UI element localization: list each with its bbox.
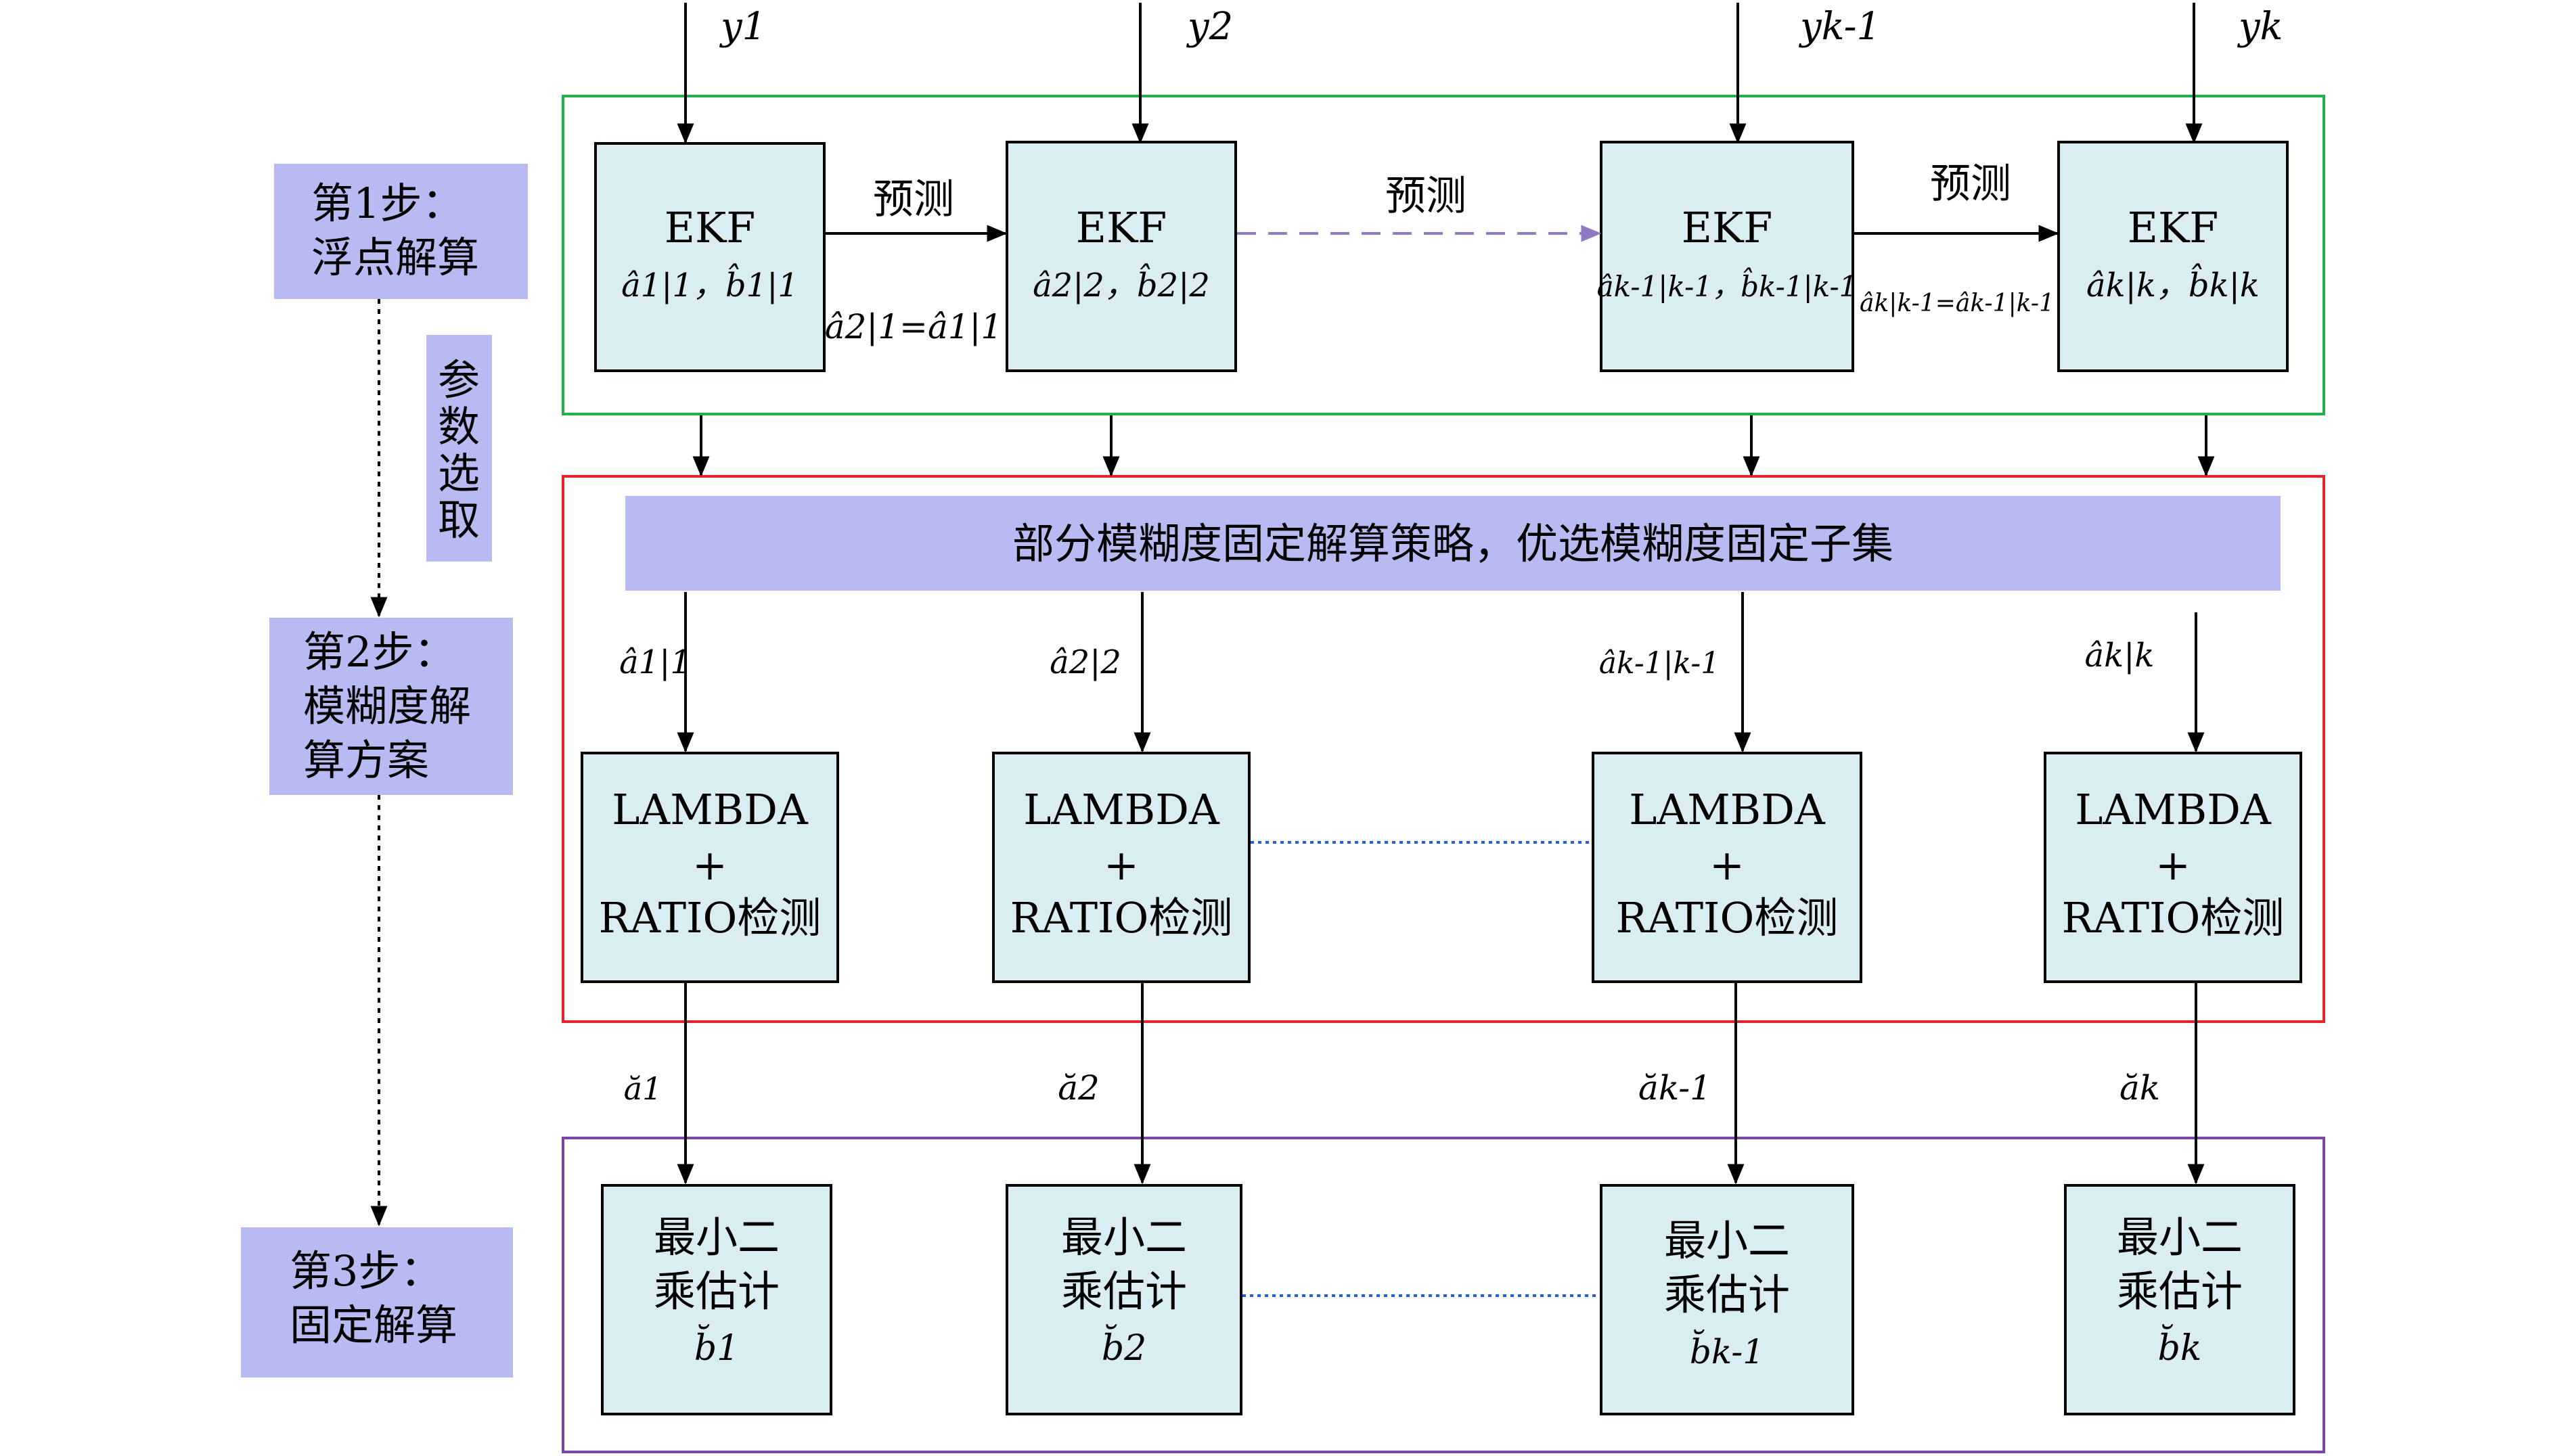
lambda-box-k-line1: LAMBDA: [2075, 785, 2272, 834]
step2-line3: 算方案: [303, 735, 429, 785]
prediction-eq-2: âk|k-1=âk-1|k-1: [1860, 290, 2055, 317]
lambda-box-2: LAMBDA + RATIO检测: [992, 752, 1251, 983]
lambda-box-2-line3: RATIO检测: [1010, 893, 1233, 942]
lsq-box-k-line1: 最小二: [2117, 1212, 2243, 1262]
input-yk: yk: [2185, 3, 2283, 144]
param-char-3: 选: [438, 449, 480, 498]
lsq-box-k-1-line2: 乘估计: [1664, 1270, 1790, 1319]
lsq-box-2-line2: 乘估计: [1061, 1267, 1187, 1316]
lsq-box-k-1-output: b̆k-1: [1690, 1329, 1764, 1371]
float-ambiguity-label-k: âk|k: [2085, 637, 2155, 675]
step2-line2: 模糊度解: [303, 681, 471, 731]
ekf-box-1: EKF â1|1，b̂1|1: [594, 142, 826, 372]
fixed-ambiguity-1: ă1: [624, 982, 694, 1185]
ekf-box-k-state: âk|k，b̂k|k: [2086, 263, 2260, 304]
float-ambiguity-1: â1|1: [619, 592, 694, 753]
predict-arrow-k-1-k: 预测 âk|k-1=âk-1|k-1: [1854, 160, 2059, 317]
step3-subtitle: 固定解算: [290, 1300, 457, 1350]
step1-title: 第1步：: [311, 179, 464, 228]
input-yk-1: yk-1: [1729, 3, 1881, 144]
lambda-box-k-1-line1: LAMBDA: [1629, 785, 1826, 834]
float-ambiguity-k: âk|k: [2085, 612, 2205, 753]
predict-arrow-2-k-1: 预测: [1237, 173, 1602, 242]
step2-title: 第2步：: [303, 627, 455, 677]
lambda-box-k-line2: +: [2155, 840, 2191, 890]
float-ambiguity-label-k-1: âk-1|k-1: [1599, 646, 1720, 681]
lsq-box-2-line1: 最小二: [1061, 1212, 1187, 1262]
fixed-ambiguity-label-k: ăk: [2119, 1068, 2160, 1108]
predict-arrow-1-2: 预测 â2|1=â1|1: [825, 176, 1008, 346]
step3-label: 第3步： 固定解算: [241, 1227, 513, 1378]
fixed-solution-frame: [562, 1137, 2325, 1453]
fixed-ambiguity-label-1: ă1: [624, 1070, 663, 1107]
lambda-box-1: LAMBDA + RATIO检测: [581, 752, 839, 983]
input-label-y1: y1: [719, 5, 766, 49]
lambda-box-k-line3: RATIO检测: [2062, 893, 2285, 942]
lsq-box-k-1: 最小二 乘估计 b̆k-1: [1600, 1184, 1854, 1415]
lambda-box-2-line1: LAMBDA: [1023, 785, 1220, 834]
lambda-box-k-1-line2: +: [1709, 840, 1745, 890]
float-ambiguity-2: â2|2: [1050, 592, 1151, 753]
float-ambiguity-k-1: âk-1|k-1: [1599, 592, 1751, 753]
ekf-box-k-title: EKF: [2128, 203, 2219, 252]
ambiguity-frame: [562, 475, 2325, 1023]
ekf-box-1-title: EKF: [665, 203, 756, 252]
lsq-box-1-output: b̆1: [694, 1324, 739, 1369]
lsq-box-2-output: b̆2: [1102, 1324, 1146, 1369]
lsq-box-k: 最小二 乘估计 b̆k: [2064, 1184, 2295, 1415]
param-char-4: 取: [438, 495, 480, 545]
lambda-box-k-1-line3: RATIO检测: [1616, 893, 1839, 942]
predict-label-1: 预测: [873, 176, 954, 223]
float-ambiguity-label-1: â1|1: [619, 643, 691, 681]
ekf-box-2: EKF â2|2，b̂2|2: [1006, 141, 1237, 372]
fixed-ambiguity-k: ăk: [2119, 982, 2205, 1185]
lambda-box-k: LAMBDA + RATIO检测: [2044, 752, 2302, 983]
param-char-2: 数: [438, 402, 480, 451]
param-char-1: 参: [438, 355, 480, 405]
ekf-box-k: EKF âk|k，b̂k|k: [2057, 141, 2289, 372]
fixed-ambiguity-2: ă2: [1058, 982, 1151, 1185]
input-label-y2: y2: [1186, 5, 1233, 49]
predict-label-3: 预测: [1930, 160, 2011, 208]
ekf-box-2-title: EKF: [1076, 203, 1167, 252]
lsq-box-k-1-line1: 最小二: [1664, 1216, 1790, 1265]
fixed-ambiguity-k-1: ăk-1: [1638, 982, 1745, 1185]
lambda-box-1-line3: RATIO检测: [599, 893, 822, 942]
lsq-box-2: 最小二 乘估计 b̆2: [1006, 1184, 1242, 1415]
input-y2: y2: [1131, 3, 1233, 144]
param-select-label: 参 数 选 取: [426, 335, 492, 562]
input-label-yk: yk: [2237, 5, 2283, 49]
input-y1: y1: [677, 3, 766, 144]
strategy-banner: 部分模糊度固定解算策略，优选模糊度固定子集: [625, 496, 2281, 591]
step3-title: 第3步：: [290, 1246, 442, 1296]
ekf-box-2-state: â2|2，b̂2|2: [1033, 263, 1210, 304]
step1-subtitle: 浮点解算: [311, 233, 479, 282]
lsq-box-k-output: b̆k: [2158, 1324, 2202, 1369]
ekf-box-k-1-title: EKF: [1682, 203, 1773, 252]
strategy-banner-text: 部分模糊度固定解算策略，优选模糊度固定子集: [1012, 519, 1893, 568]
ekf-box-k-1: EKF âk-1|k-1，b̂k-1|k-1: [1597, 141, 1858, 372]
fixed-ambiguity-label-2: ă2: [1058, 1068, 1100, 1108]
ekf-box-1-state: â1|1，b̂1|1: [621, 263, 799, 304]
fixed-ambiguity-label-k-1: ăk-1: [1638, 1068, 1711, 1108]
input-label-yk-1: yk-1: [1798, 5, 1881, 49]
ekf-frame: [562, 95, 2325, 415]
lambda-box-k-1: LAMBDA + RATIO检测: [1592, 752, 1862, 983]
step2-label: 第2步： 模糊度解 算方案: [269, 618, 513, 795]
lsq-box-1-line1: 最小二: [654, 1212, 780, 1262]
float-ambiguity-label-2: â2|2: [1050, 643, 1121, 681]
lambda-box-2-line2: +: [1104, 840, 1139, 890]
prediction-eq-1: â2|1=â1|1: [825, 307, 1002, 346]
step1-label: 第1步： 浮点解算: [274, 164, 528, 299]
predict-label-2: 预测: [1385, 173, 1466, 220]
lsq-box-k-line2: 乘估计: [2117, 1267, 2243, 1316]
lsq-box-1: 最小二 乘估计 b̆1: [601, 1184, 832, 1415]
lambda-box-1-line1: LAMBDA: [612, 785, 809, 834]
lambda-box-1-line2: +: [692, 840, 727, 890]
lsq-box-1-line2: 乘估计: [654, 1267, 780, 1316]
ekf-box-k-1-state: âk-1|k-1，b̂k-1|k-1: [1597, 267, 1858, 303]
